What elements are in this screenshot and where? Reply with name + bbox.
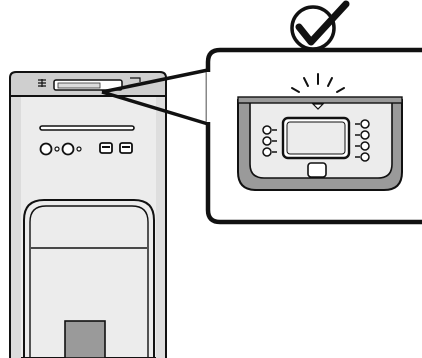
panel-button-icon bbox=[262, 125, 272, 135]
panel-button-mark bbox=[355, 123, 360, 158]
front-button-row bbox=[39, 142, 133, 156]
computer-tower bbox=[9, 71, 167, 358]
front-panel-right-buttons bbox=[355, 119, 370, 162]
tower-badge bbox=[64, 320, 106, 358]
tower-side-shade bbox=[11, 97, 21, 358]
front-panel-left-buttons bbox=[262, 125, 277, 157]
panel-button-icon bbox=[360, 141, 370, 151]
usb-port-icon bbox=[102, 146, 110, 148]
panel-button-icon bbox=[262, 147, 272, 157]
led-dot-icon bbox=[76, 146, 82, 152]
light-rays-icon bbox=[291, 73, 345, 93]
usb-icon bbox=[38, 79, 46, 87]
status-indicator-icon bbox=[311, 103, 325, 110]
front-panel-center-button bbox=[307, 162, 327, 178]
tower-slot-inner bbox=[57, 82, 101, 89]
callout-joint-mask bbox=[206, 72, 211, 122]
led-dot-icon bbox=[54, 146, 60, 152]
tower-body bbox=[9, 95, 167, 358]
panel-button-mark bbox=[272, 129, 277, 153]
check-mark-icon bbox=[290, 0, 350, 51]
panel-button-icon bbox=[360, 119, 370, 129]
panel-button-icon bbox=[360, 130, 370, 140]
panel-button-icon bbox=[360, 152, 370, 162]
tower-front-door-inner bbox=[29, 205, 149, 358]
front-panel-closeup bbox=[237, 73, 403, 191]
front-panel-display-inner bbox=[286, 121, 346, 155]
tower-top-latch bbox=[130, 77, 141, 82]
usb-port-icon bbox=[122, 146, 130, 148]
callout-pointer bbox=[101, 68, 209, 126]
front-panel-top-band bbox=[237, 96, 403, 104]
optical-drive-slot bbox=[39, 125, 135, 131]
panel-button-icon bbox=[262, 136, 272, 146]
tower-right-shade bbox=[156, 97, 165, 358]
tower-front-door bbox=[23, 199, 155, 358]
power-button-icon bbox=[39, 142, 53, 156]
reset-button-icon bbox=[61, 142, 75, 156]
